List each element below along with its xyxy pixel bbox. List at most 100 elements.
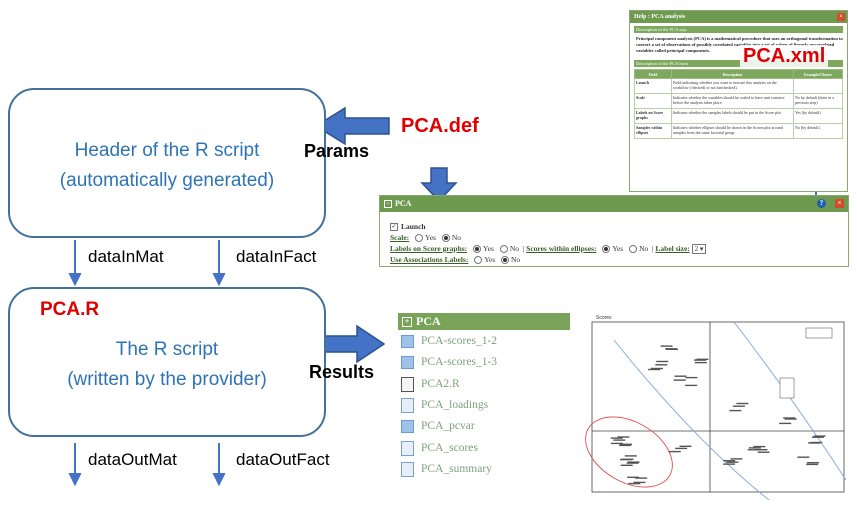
result-item[interactable]: PCA_loadings	[401, 398, 488, 414]
label-size-label: Label size:	[655, 244, 690, 253]
sample-label-mark	[620, 443, 632, 445]
sample-label-mark	[655, 364, 668, 366]
ellipses-label: Scores within ellipses:	[526, 244, 597, 253]
help-col-example: Example/Choice	[793, 69, 843, 79]
sample-label-mark	[651, 367, 663, 370]
close-icon[interactable]: ×	[835, 199, 844, 208]
pca-r-label: PCA.R	[40, 299, 100, 320]
sample-label-mark	[656, 360, 669, 363]
scale-no-radio[interactable]	[441, 234, 450, 243]
sample-label-mark	[813, 435, 826, 437]
table-row: Samples within ellipses Indicates whethe…	[634, 123, 843, 139]
ellipses-no-radio[interactable]	[629, 245, 638, 254]
blue-ellipse-left	[613, 339, 770, 500]
help-icon[interactable]: ?	[817, 199, 826, 208]
help-description: Principal component analysis (PCA) is a …	[636, 36, 843, 53]
rscript-box: PCA.R The R script (written by the provi…	[8, 287, 326, 437]
sample-label-mark	[679, 445, 692, 447]
table-row: Launch Field indicating whether you want…	[634, 78, 843, 94]
expand-icon[interactable]: +	[402, 317, 412, 328]
labels-score-label: Labels on Score graphs:	[390, 244, 468, 253]
pcadef-down-arrow	[420, 167, 458, 203]
help-window: Help : PCA analysis × Description of the…	[629, 10, 848, 192]
scatter-points	[610, 345, 826, 485]
sample-label-mark	[619, 444, 631, 447]
sample-label-mark	[613, 439, 626, 441]
result-item[interactable]: PCA_summary	[401, 462, 492, 478]
sample-label-mark	[660, 345, 673, 347]
results-label: Results	[309, 362, 375, 382]
sample-label-mark	[732, 405, 745, 407]
result-item[interactable]: PCA2.R	[401, 377, 460, 393]
scale-yes-radio[interactable]	[415, 234, 424, 243]
params-label: Params	[304, 141, 370, 161]
sample-label-mark	[797, 456, 810, 458]
pca-form-window: − PCA ? × ✓Launch Scale: Yes No Labels o…	[379, 195, 849, 267]
sample-label-mark	[811, 436, 824, 438]
plot-legend-2	[779, 377, 795, 399]
help-close-icon[interactable]: ×	[837, 13, 845, 21]
data-out-mat-label: dataOutMat	[88, 450, 177, 469]
sample-label-mark	[806, 463, 819, 466]
sample-label-mark	[673, 379, 686, 381]
scale-label: Scale:	[390, 233, 410, 242]
labels-no-radio[interactable]	[499, 245, 508, 254]
document-icon	[401, 441, 414, 456]
result-item[interactable]: PCA_scores	[401, 441, 478, 457]
result-item[interactable]: PCA-scores_1-3	[401, 356, 497, 372]
labels-row: Labels on Score graphs: Yes No | Scores …	[390, 244, 707, 254]
sample-label-mark	[783, 417, 796, 419]
table-row: Scale Indicates whether the variables sh…	[634, 93, 843, 109]
sample-label-mark	[627, 476, 640, 478]
sample-label-mark	[627, 461, 640, 463]
pca-def-label: PCA.def	[401, 115, 479, 137]
collapse-icon[interactable]: −	[384, 200, 392, 208]
results-header[interactable]: +PCA	[398, 313, 570, 330]
pca-form-titlebar: − PCA ? ×	[380, 196, 848, 212]
sample-label-mark	[620, 458, 632, 461]
help-col-field: Field	[634, 69, 672, 79]
sample-label-mark	[747, 449, 760, 451]
sample-label-mark	[633, 481, 646, 484]
data-in-fact-label: dataInFact	[236, 247, 317, 266]
launch-label: Launch	[401, 222, 426, 231]
scale-row: Scale: Yes No	[390, 233, 462, 243]
pca-xml-label: PCA.xml	[740, 45, 829, 68]
launch-checkbox[interactable]: ✓	[390, 223, 398, 232]
help-section-step: Description of the PCA step	[634, 26, 843, 33]
sample-label-mark	[729, 409, 742, 412]
assoc-yes-radio[interactable]	[474, 256, 483, 265]
assoc-row: Use Associations Labels: Yes No	[390, 255, 521, 265]
sample-label-mark	[626, 462, 639, 464]
result-item[interactable]: PCA-scores_1-2	[401, 335, 497, 351]
result-item[interactable]: PCA_pcvar	[401, 420, 475, 436]
sample-label-mark	[730, 458, 743, 460]
results-arrow	[316, 324, 386, 364]
plot-frame	[591, 321, 845, 493]
sample-label-mark	[685, 384, 698, 387]
document-icon	[401, 462, 414, 477]
sample-label-mark	[635, 477, 648, 479]
sample-label-mark	[757, 451, 770, 453]
ellipses-yes-radio[interactable]	[602, 245, 611, 254]
sample-label-mark	[665, 348, 678, 350]
rscript-box-line2: (written by the provider)	[67, 369, 267, 390]
help-col-description: Description	[671, 69, 794, 79]
image-icon	[401, 335, 414, 348]
data-out-fact-label: dataOutFact	[236, 450, 330, 469]
sample-label-mark	[628, 482, 641, 485]
sample-label-mark	[806, 462, 819, 464]
labels-yes-radio[interactable]	[473, 245, 482, 254]
sample-label-mark	[617, 436, 630, 438]
sample-label-mark	[810, 441, 823, 444]
assoc-no-radio[interactable]	[501, 256, 510, 265]
table-row: Labels on Score graphs Indicates whether…	[634, 108, 843, 124]
header-box: Header of the R script (automatically ge…	[8, 88, 326, 238]
sample-label-mark	[668, 450, 681, 453]
sample-label-mark	[694, 361, 707, 364]
sample-label-mark	[755, 449, 768, 451]
launch-row: ✓Launch	[390, 222, 426, 232]
label-size-select[interactable]: 2 ▾	[691, 244, 707, 254]
sample-label-mark	[784, 418, 797, 420]
sample-label-mark	[685, 376, 698, 379]
